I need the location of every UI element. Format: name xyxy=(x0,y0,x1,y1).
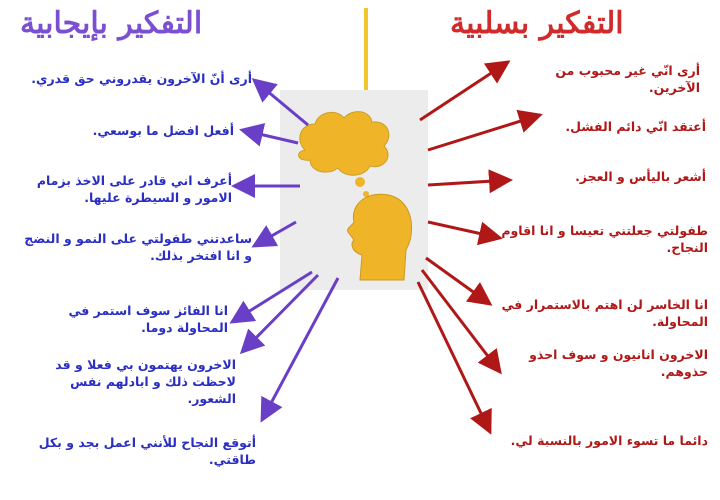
positive-item-2: أفعل افضل ما بوسعي. xyxy=(92,123,234,138)
negative-arrows xyxy=(416,60,543,435)
negative-item-6: الاخرون انانيون و سوف احذو حذوهم. xyxy=(529,347,708,379)
arrow-negative-1 xyxy=(419,60,511,122)
positive-item-6: الاخرون يهتمون بي فعلا و قد لاحظت ذلك و … xyxy=(55,357,236,406)
negative-item-5: انا الخاسر لن اهتم بالاستمرار في المحاول… xyxy=(501,297,708,329)
arrow-positive-4 xyxy=(251,220,297,248)
positive-item-4: ساعدتني طفولتي على النمو و النضج و انا ا… xyxy=(24,231,252,263)
positive-item-1: أرى أنّ الآخرون يقدروني حق قدري. xyxy=(31,71,252,86)
arrow-negative-6 xyxy=(420,269,502,375)
negative-item-3: أشعر باليأس و العجز. xyxy=(575,169,706,184)
negative-item-4: طفولتي جعلتني تعيسا و انا اقاوم النجاح. xyxy=(501,223,708,255)
arrow-negative-2 xyxy=(427,109,543,152)
arrow-negative-4 xyxy=(427,220,503,246)
arrow-negative-7 xyxy=(416,281,492,435)
divider-line xyxy=(364,8,368,100)
arrow-negative-5 xyxy=(425,256,493,306)
head-silhouette-icon xyxy=(347,193,412,281)
title-positive: التفكير بإيجابية xyxy=(20,6,203,41)
negative-item-2: أعتقد انّي دائم الفشل. xyxy=(565,119,706,134)
arrow-positive-5 xyxy=(229,270,313,324)
arrow-negative-3 xyxy=(427,169,513,194)
arrow-positive-6 xyxy=(239,273,320,355)
negative-item-1: أرى انّي غير محبوب من الآخرين. xyxy=(555,63,700,95)
positive-item-3: أعرف اني قادر على الاخذ بزمام الامور و ا… xyxy=(36,173,232,205)
arrow-positive-7 xyxy=(260,277,340,423)
positive-item-5: انا الفائز سوف استمر في المحاولة دوما. xyxy=(68,303,228,335)
positive-arrows xyxy=(229,78,340,423)
thought-bubble-icon xyxy=(298,111,390,197)
arrow-positive-2 xyxy=(239,123,299,147)
positive-item-7: أتوقع النجاح للأنني اعمل بجد و بكل طاقتي… xyxy=(38,435,256,467)
negative-item-7: دائما ما تسوء الامور بالنسبة لي. xyxy=(510,433,708,448)
arrow-positive-1 xyxy=(251,78,309,127)
title-negative: التفكير بسلبية xyxy=(450,6,624,41)
